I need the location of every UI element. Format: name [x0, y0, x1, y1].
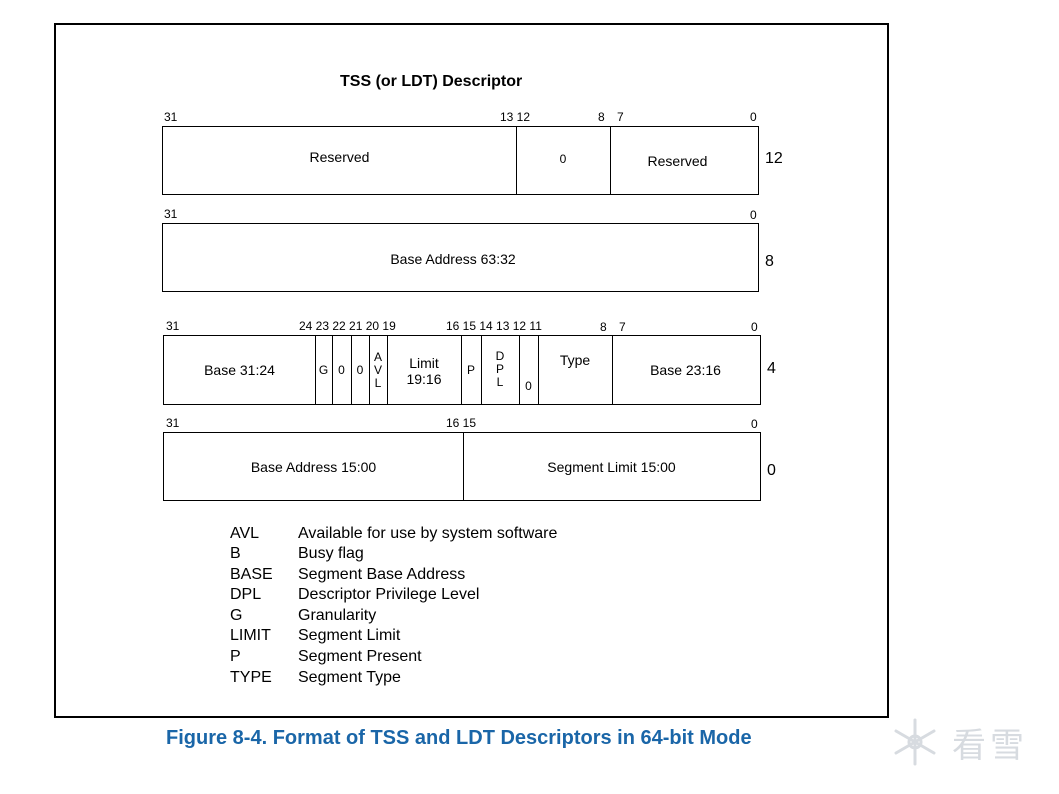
bit-label: 31: [166, 319, 180, 333]
row-offset-label: 8: [765, 253, 774, 270]
bit-label: 7: [619, 320, 626, 334]
bit-label: 8: [598, 110, 605, 124]
figure-caption: Figure 8-4. Format of TSS and LDT Descri…: [166, 727, 752, 749]
field-base-23-16: Base 23:16: [650, 362, 721, 378]
field-base-31-24: Base 31:24: [204, 362, 275, 378]
field-divider: [315, 336, 316, 404]
descriptor-row-4: Base 31:24 G 0 0 A V L Limit 19:16 P D P…: [163, 335, 761, 405]
field-limit-bits: 19:16: [406, 371, 442, 387]
bit-label: 16 15 14 13 12 11: [446, 319, 542, 333]
field-zero: 0: [338, 363, 345, 377]
field-g: G: [318, 363, 329, 377]
bit-label: 0: [751, 320, 758, 334]
legend-abbr: P: [230, 648, 241, 665]
legend-abbr: TYPE: [230, 669, 272, 686]
field-p: P: [466, 363, 475, 377]
legend-text: Available for use by system software: [298, 525, 558, 542]
field-segment-limit-15-00: Segment Limit 15:00: [547, 459, 676, 475]
bit-label: 24 23 22 21 20 19: [299, 319, 396, 333]
field-dpl-letter: L: [496, 375, 504, 389]
field-reserved-high: Reserved: [309, 149, 370, 165]
legend-item: TYPE Segment Type: [230, 668, 401, 688]
field-divider: [519, 336, 520, 404]
legend-text: Descriptor Privilege Level: [298, 586, 480, 603]
field-limit-label: Limit: [409, 355, 439, 371]
field-divider: [612, 336, 613, 404]
legend-item: G Granularity: [230, 606, 376, 626]
legend-abbr: B: [230, 545, 241, 562]
legend-item: BASE Segment Base Address: [230, 565, 465, 585]
field-zero: 0: [525, 379, 532, 393]
field-limit-19-16: Limit 19:16: [387, 355, 461, 387]
descriptor-row-12: Reserved 0 Reserved: [162, 126, 759, 195]
descriptor-row-0: Base Address 15:00 Segment Limit 15:00: [163, 432, 761, 501]
field-divider: [463, 433, 464, 500]
snowflake-watermark-icon: [894, 718, 936, 766]
legend-text: Segment Base Address: [298, 566, 466, 583]
field-divider: [481, 336, 482, 404]
bit-label: 31: [166, 416, 180, 430]
bit-label: 7: [617, 110, 624, 124]
figure-frame: [54, 23, 889, 718]
row-offset-label: 12: [765, 150, 783, 167]
field-divider: [461, 336, 462, 404]
field-divider: [351, 336, 352, 404]
field-dpl-letter: P: [495, 362, 504, 376]
field-type: Type: [559, 352, 591, 368]
legend-item: P Segment Present: [230, 647, 422, 667]
field-divider: [369, 336, 370, 404]
bit-label: 31: [164, 110, 178, 124]
legend-abbr: DPL: [230, 586, 262, 603]
legend-abbr: G: [230, 607, 243, 624]
descriptor-row-8: Base Address 63:32: [162, 223, 759, 292]
legend-abbr: LIMIT: [230, 627, 271, 644]
field-base-63-32: Base Address 63:32: [390, 251, 516, 267]
legend-text: Segment Limit: [298, 627, 401, 644]
field-avl-letter: A: [373, 350, 382, 364]
bit-label: 13 12: [500, 110, 531, 124]
field-divider: [332, 336, 333, 404]
legend-text: Busy flag: [298, 545, 364, 562]
field-zero: 0: [356, 363, 364, 377]
row-offset-label: 0: [767, 462, 776, 479]
legend-abbr: AVL: [230, 525, 260, 542]
diagram-title: TSS (or LDT) Descriptor: [340, 73, 523, 90]
field-avl-letter: L: [374, 376, 382, 390]
bit-label: 0: [751, 417, 758, 431]
row-offset-label: 4: [767, 360, 776, 377]
bit-label: 0: [750, 110, 757, 124]
field-divider: [610, 127, 611, 194]
legend-item: DPL Descriptor Privilege Level: [230, 585, 479, 605]
legend-item: AVL Available for use by system software: [230, 524, 557, 544]
bit-label: 16 15: [446, 416, 477, 430]
watermark-text: 看雪: [952, 727, 1028, 765]
field-base-15-00: Base Address 15:00: [250, 459, 377, 475]
field-zero: 0: [559, 152, 567, 166]
bit-label: 8: [600, 320, 607, 334]
legend-text: Granularity: [298, 607, 377, 624]
field-avl-letter: V: [373, 363, 382, 377]
legend-abbr: BASE: [230, 566, 273, 583]
field-dpl-letter: D: [495, 349, 505, 363]
legend-item: B Busy flag: [230, 544, 364, 564]
legend-text: Segment Present: [298, 648, 422, 665]
field-dpl: D P L: [481, 350, 519, 389]
bit-label: 0: [750, 208, 757, 222]
bit-label: 31: [164, 207, 178, 221]
legend-text: Segment Type: [298, 669, 401, 686]
legend-item: LIMIT Segment Limit: [230, 626, 400, 646]
field-divider: [538, 336, 539, 404]
field-divider: [387, 336, 388, 404]
field-divider: [516, 127, 517, 194]
field-reserved-low: Reserved: [647, 153, 708, 169]
field-avl: A V L: [369, 351, 387, 390]
